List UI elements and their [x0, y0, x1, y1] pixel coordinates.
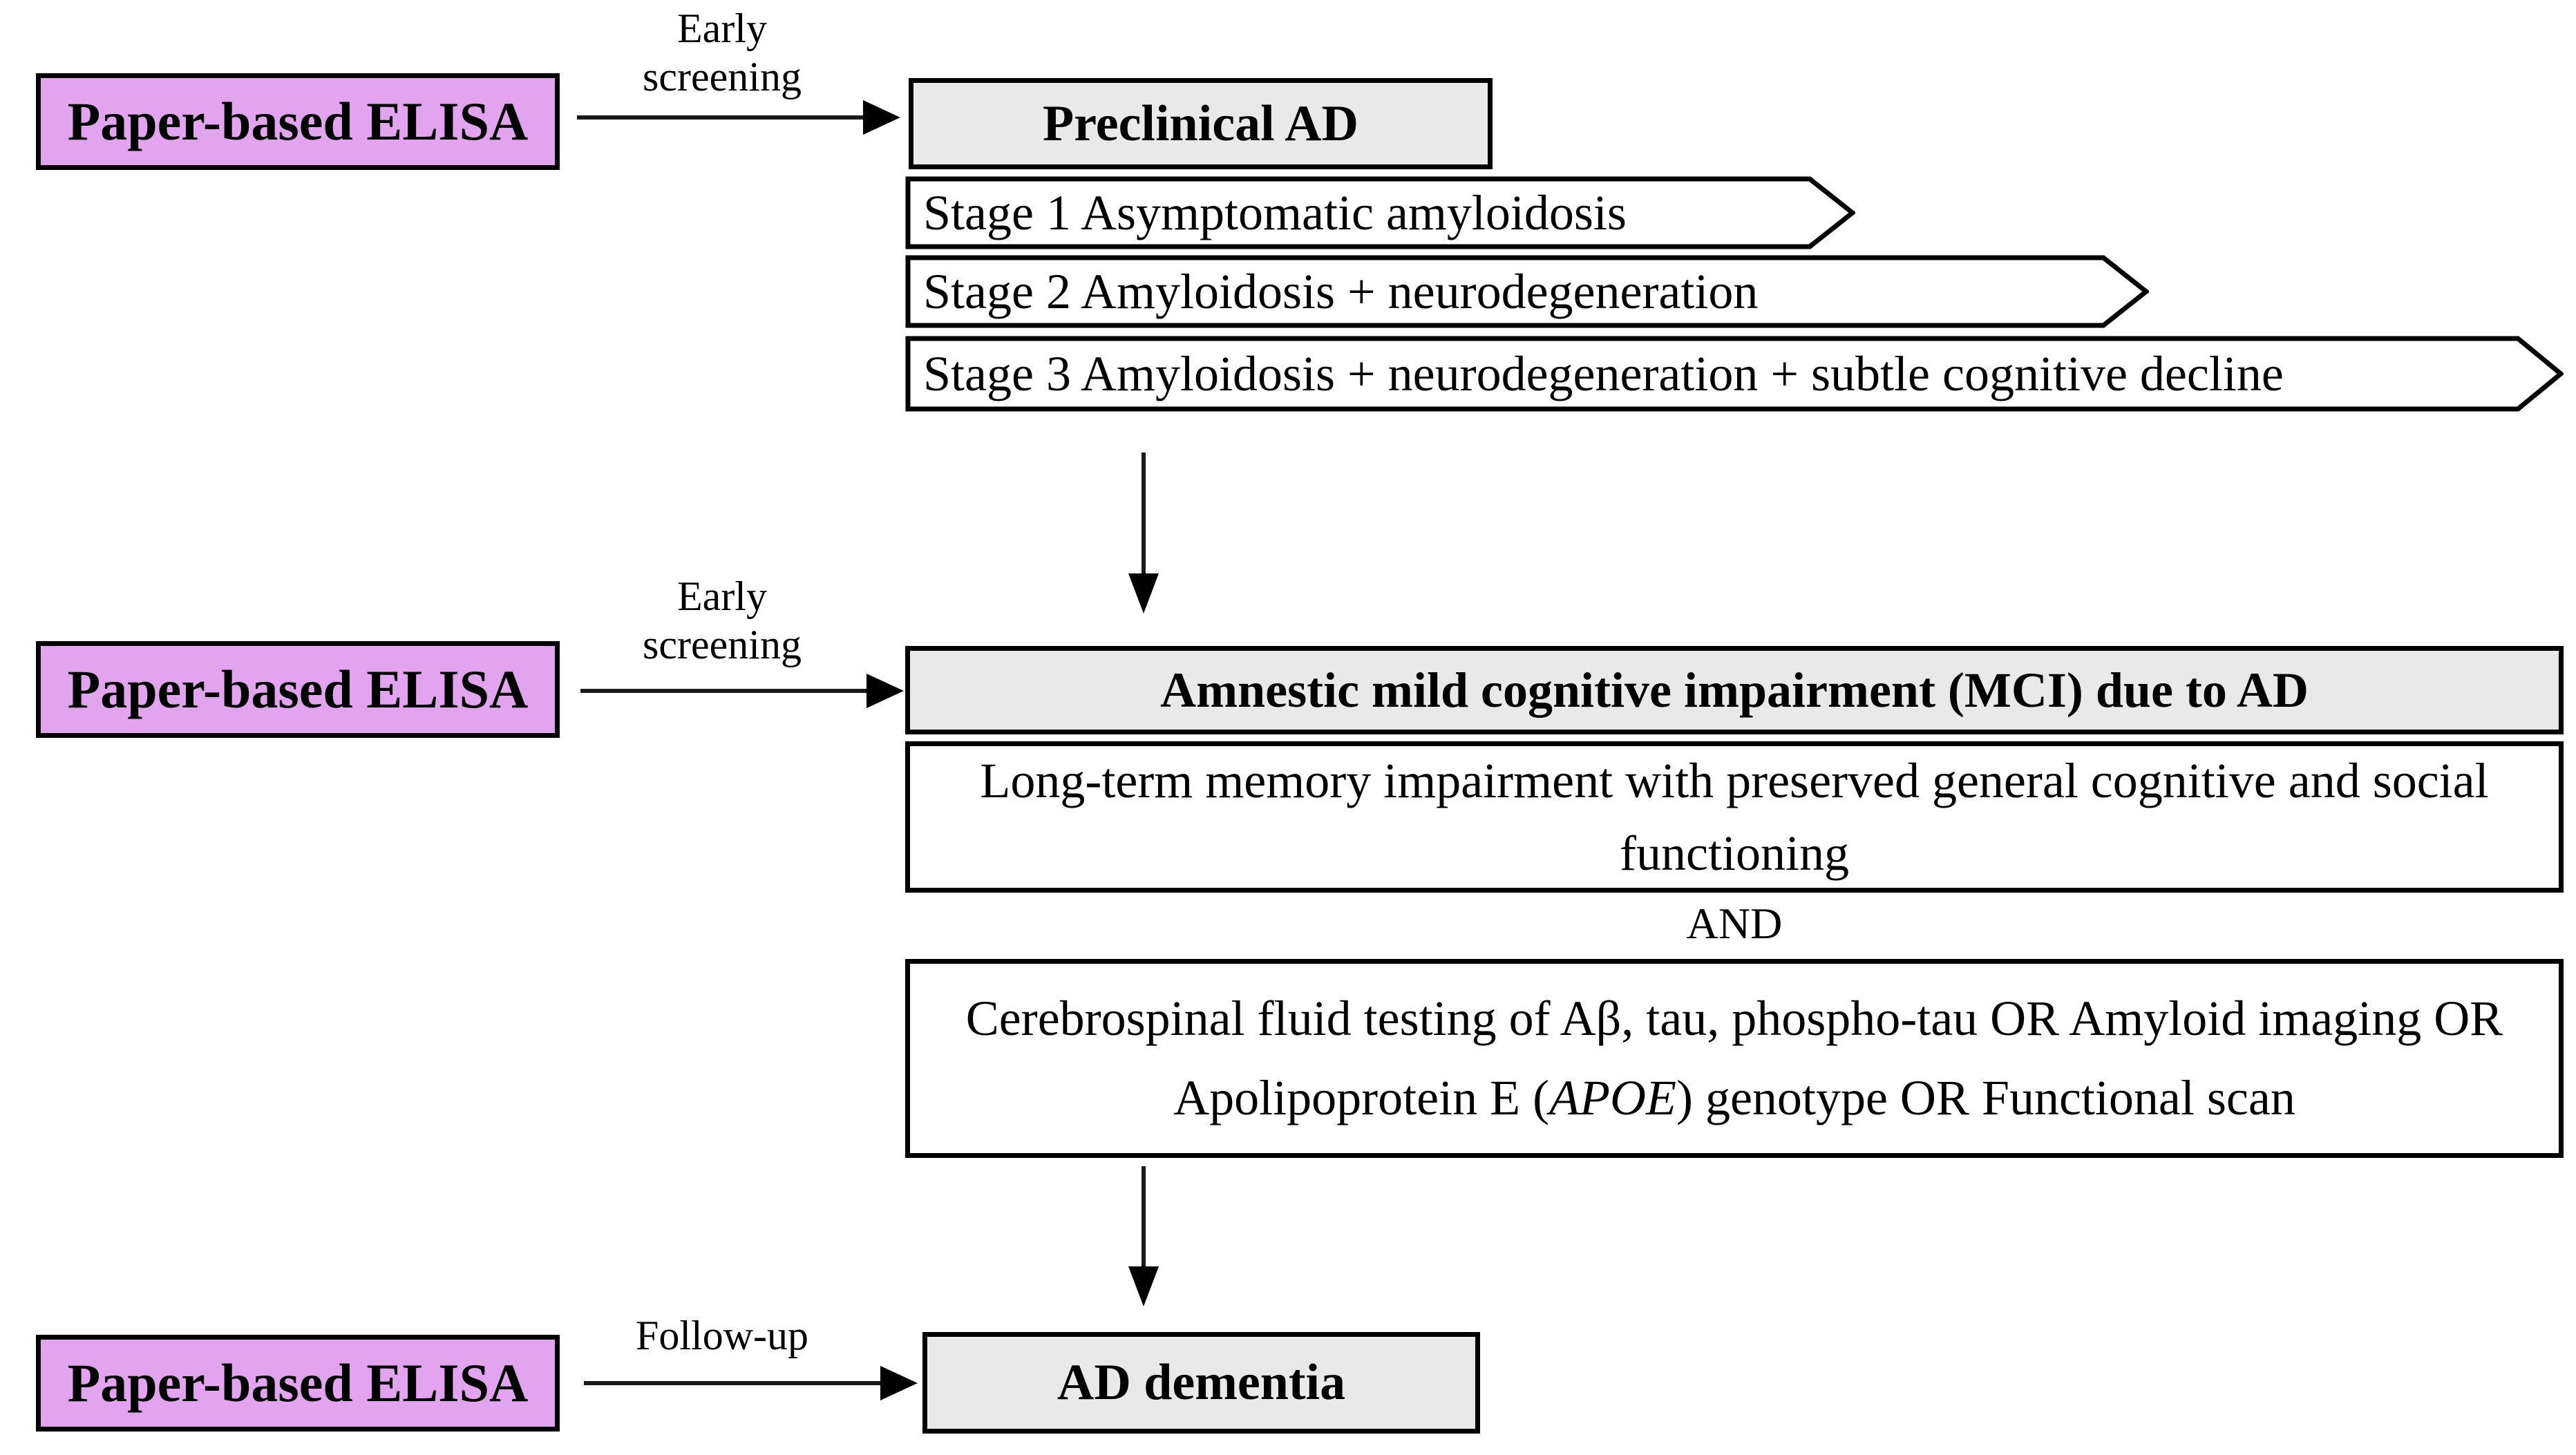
right-arrow-3	[584, 1366, 918, 1400]
stage-2-chevron: Stage 2 Amyloidosis + neurodegeneration	[905, 255, 2149, 328]
follow-up-label: Follow-up	[635, 1313, 809, 1358]
stage-3-label: Stage 3 Amyloidosis + neurodegeneration …	[923, 345, 2284, 401]
paper-based-elisa-label-2: Paper-based ELISA	[67, 659, 529, 719]
paper-based-elisa-box-1: Paper-based ELISA	[36, 73, 560, 170]
mci-header-box: Amnestic mild cognitive impairment (MCI)…	[905, 646, 2564, 734]
early-screening-label-2: Early screening	[643, 573, 802, 667]
chevron-shape-3	[905, 336, 2564, 412]
preclinical-ad-label: Preclinical AD	[1043, 95, 1358, 152]
criterion2-pre: Cerebrospinal fluid testing of Aβ, tau, …	[965, 991, 2503, 1125]
stage-2-label: Stage 2 Amyloidosis + neurodegeneration	[923, 263, 1759, 319]
right-arrow-2	[580, 674, 904, 708]
down-arrow-1	[1128, 453, 1159, 614]
criterion2-post: ) genotype OR Functional scan	[1676, 1070, 2295, 1125]
mci-criterion1-box: Long-term memory impairment with preserv…	[905, 741, 2564, 893]
apoe-italic: APOE	[1549, 1070, 1676, 1125]
paper-based-elisa-label-1: Paper-based ELISA	[67, 91, 529, 151]
paper-based-elisa-label-3: Paper-based ELISA	[67, 1353, 529, 1413]
early-screening-label-1: Early screening	[643, 6, 802, 99]
stage-3-chevron: Stage 3 Amyloidosis + neurodegeneration …	[905, 336, 2564, 412]
chevron-shape-2	[905, 255, 2149, 328]
right-arrow-1	[577, 100, 900, 135]
ad-dementia-box: AD dementia	[922, 1332, 1480, 1434]
mci-title: Amnestic mild cognitive impairment (MCI)…	[1160, 662, 2309, 718]
down-arrow-2	[1128, 1166, 1159, 1306]
preclinical-ad-box: Preclinical AD	[909, 78, 1493, 169]
ad-dementia-label: AD dementia	[1057, 1354, 1346, 1411]
paper-based-elisa-box-2: Paper-based ELISA	[36, 641, 560, 738]
stage-1-label: Stage 1 Asymptomatic amyloidosis	[923, 184, 1627, 240]
mci-criterion1-text: Long-term memory impairment with preserv…	[980, 752, 2489, 881]
and-conjunction-label: AND	[1686, 899, 1783, 948]
mci-criterion2-text: Cerebrospinal fluid testing of Aβ, tau, …	[938, 979, 2531, 1138]
paper-based-elisa-box-3: Paper-based ELISA	[36, 1335, 560, 1432]
stage-1-chevron: Stage 1 Asymptomatic amyloidosis	[905, 176, 1855, 249]
chevron-shape-1	[905, 176, 1855, 249]
mci-criterion2-box: Cerebrospinal fluid testing of Aβ, tau, …	[905, 959, 2564, 1158]
